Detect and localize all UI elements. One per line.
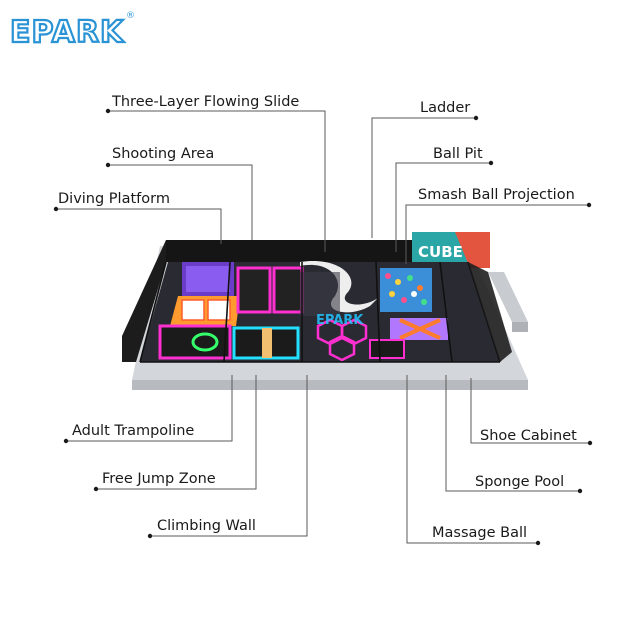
adult-trampoline-front [158,324,232,360]
shooting-area-panel [186,266,230,292]
cube-wall-orange [455,232,490,268]
adult-trampoline-1 [236,266,272,314]
leader-free-jump-zone [96,375,257,490]
park-3d-model: CUBE EPARK [122,232,528,390]
leader-adult-trampoline [66,375,233,442]
back-wall [166,240,412,262]
leader-lines [56,110,590,544]
leader-climbing-wall [150,375,308,537]
label-smash-ball-projection: Smash Ball Projection [418,187,575,203]
side-extension-face [512,322,528,332]
label-massage-ball: Massage Ball [432,525,527,541]
diving-mat-1 [181,299,205,321]
climbing-wall-pillar [262,328,272,358]
cube-wall-sign: CUBE [418,243,463,261]
leader-shooting-area [108,164,253,240]
slide-tower [300,272,340,316]
floor-logo: EPARK [316,313,364,328]
label-three-layer-flowing-slide: Three-Layer Flowing Slide [111,94,299,110]
side-extension [488,272,528,322]
ball-pit-balls [385,273,427,305]
leader-three-layer-flowing-slide [108,110,326,252]
logo-registered-mark: ® [126,11,135,21]
label-sponge-pool: Sponge Pool [475,474,564,490]
label-shooting-area: Shooting Area [112,146,214,162]
label-shoe-cabinet: Shoe Cabinet [480,428,577,444]
left-wall [122,240,166,362]
leader-smash-ball-projection [405,204,589,264]
platform-front-face [132,380,528,390]
leader-endpoints [53,108,593,546]
callout-labels: Three-Layer Flowing Slide Shooting Area … [58,94,577,541]
label-diving-platform: Diving Platform [58,191,170,207]
leader-ladder [371,117,476,238]
hexagon-jump-pads [316,318,368,362]
leader-diving-platform [56,208,222,244]
leader-ball-pit [395,162,491,252]
leader-shoe-cabinet [470,378,590,444]
label-climbing-wall: Climbing Wall [157,518,256,534]
right-net-wall [468,262,512,362]
epark-logo: EPARK ® [9,11,135,50]
massage-ball-frame [369,339,405,359]
leader-sponge-pool [445,375,580,492]
label-ball-pit: Ball Pit [433,146,483,162]
target-ring [191,332,219,352]
diving-mat-2 [207,299,231,321]
leader-massage-ball [406,375,538,544]
label-adult-trampoline: Adult Trampoline [72,423,194,439]
logo-text: EPARK [10,15,125,50]
label-ladder: Ladder [420,100,470,116]
sponge-pool-x-mark [399,318,441,340]
label-free-jump-zone: Free Jump Zone [102,471,216,487]
adult-trampoline-2 [272,266,304,314]
